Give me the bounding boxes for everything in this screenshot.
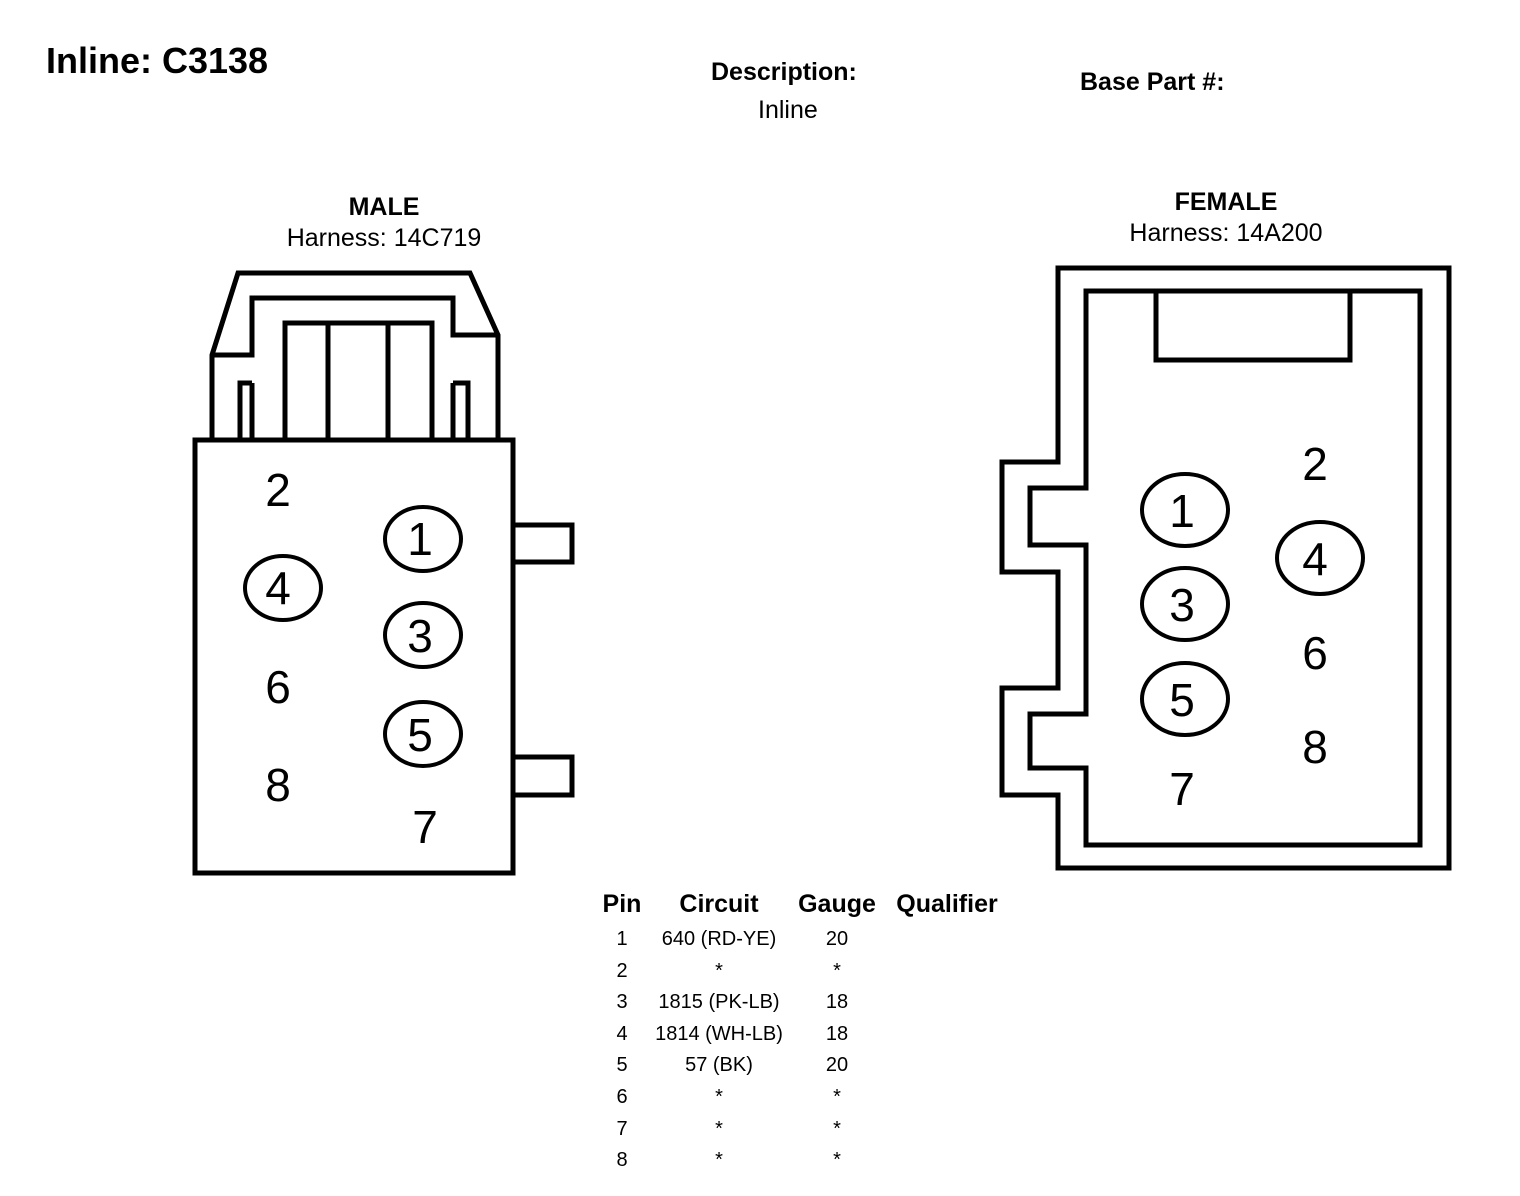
table-cell-circuit: * — [715, 1149, 723, 1172]
male-pin-2: 2 — [265, 464, 291, 516]
female-connector-label: FEMALE — [1174, 188, 1278, 216]
female-harness-label: Harness: 14A200 — [1129, 219, 1323, 247]
table-cell-gauge: * — [833, 1149, 841, 1172]
table-cell-pin: 2 — [616, 959, 628, 982]
male-connector-label: MALE — [348, 193, 420, 221]
female-pin-5-circle — [1140, 661, 1230, 737]
table-cell-gauge: 18 — [825, 991, 849, 1014]
male-pin-5: 5 — [407, 709, 433, 761]
table-cell-circuit: 1815 (PK-LB) — [658, 991, 780, 1014]
table-cell-gauge: * — [833, 1117, 841, 1140]
table-cell-circuit: * — [715, 1086, 723, 1108]
description-value: Inline — [758, 96, 818, 124]
table-cell-gauge: 18 — [825, 1022, 849, 1045]
table-cell-pin: 8 — [616, 1149, 628, 1172]
male-pin-7: 7 — [412, 801, 438, 853]
table-cell-circuit: 1814 (WH-LB) — [655, 1022, 783, 1045]
table-cell-pin: 7 — [616, 1117, 628, 1140]
table-cell-gauge: * — [833, 959, 841, 982]
male-pin-1: 1 — [407, 513, 433, 565]
male-pin-6: 6 — [265, 661, 291, 713]
male-pin-8: 8 — [265, 759, 291, 811]
table-header-qualifier: Qualifier — [896, 890, 998, 918]
female-pin-3: 3 — [1169, 579, 1195, 631]
table-cell-circuit: 57 (BK) — [685, 1054, 753, 1077]
table-cell-circuit: 640 (RD-YE) — [661, 928, 777, 950]
male-harness-label: Harness: 14C719 — [286, 224, 482, 252]
page-title: Inline: C3138 — [46, 40, 269, 81]
female-pin-1-circle — [1140, 472, 1230, 548]
description-label: Description: — [711, 58, 857, 86]
table-cell-pin: 3 — [616, 991, 628, 1014]
female-connector-shape — [999, 265, 1452, 871]
table-cell-pin: 1 — [616, 928, 628, 950]
female-pin-6: 6 — [1302, 627, 1328, 679]
table-cell-circuit: * — [715, 959, 723, 982]
female-pin-1: 1 — [1169, 485, 1195, 537]
table-header-gauge: Gauge — [798, 890, 876, 918]
male-pin-3-circle — [383, 601, 463, 669]
male-pin-3: 3 — [407, 610, 433, 662]
male-pin-5-circle — [383, 700, 463, 768]
table-cell-gauge: 20 — [825, 928, 849, 950]
male-pin-4-circle — [243, 554, 323, 622]
table-header-pin: Pin — [602, 890, 642, 918]
table-cell-pin: 5 — [616, 1054, 628, 1077]
table-cell-gauge: * — [833, 1086, 841, 1108]
table-cell-pin: 6 — [616, 1086, 628, 1108]
female-pin-3-circle — [1140, 566, 1230, 642]
female-pin-4-circle — [1275, 520, 1365, 596]
female-pin-8: 8 — [1302, 721, 1328, 773]
table-header-circuit: Circuit — [679, 890, 759, 918]
male-pin-4: 4 — [265, 562, 291, 614]
base-part-label: Base Part #: — [1080, 68, 1225, 96]
table-cell-pin: 4 — [616, 1022, 628, 1045]
female-pin-5: 5 — [1169, 674, 1195, 726]
table-cell-circuit: * — [715, 1117, 723, 1140]
female-pin-4: 4 — [1302, 533, 1328, 585]
female-pin-7: 7 — [1169, 763, 1195, 815]
male-pin-1-circle — [383, 505, 463, 573]
table-cell-gauge: 20 — [825, 1054, 849, 1077]
female-pin-2: 2 — [1302, 438, 1328, 490]
male-connector-shape — [192, 270, 575, 876]
